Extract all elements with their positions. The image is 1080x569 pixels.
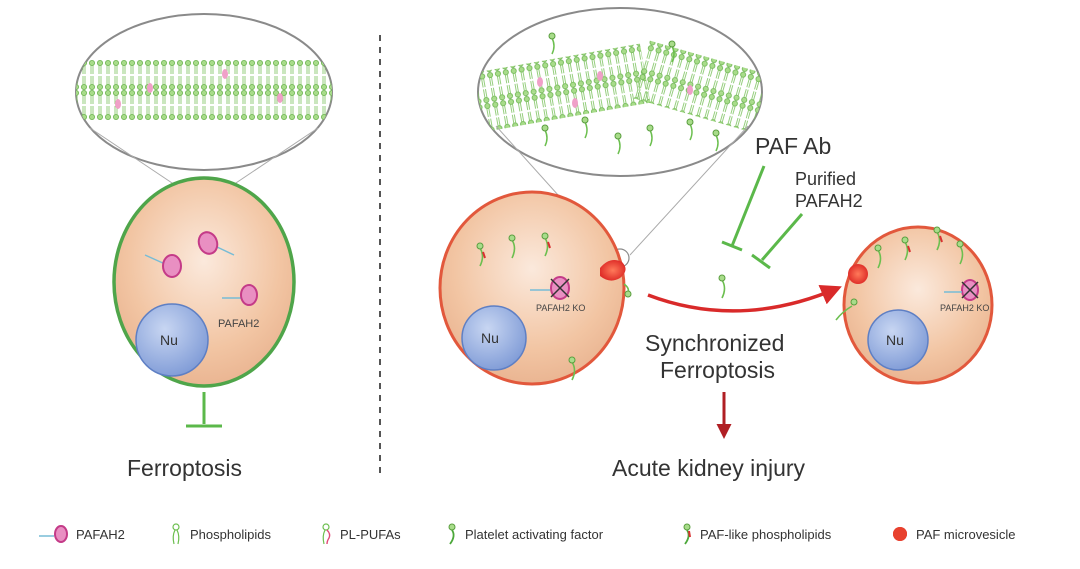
legend-label: Platelet activating factor bbox=[465, 526, 604, 542]
legend-label: PAF microvesicle bbox=[916, 526, 1016, 542]
pafah2-icon bbox=[39, 525, 68, 543]
antibody-label: PAF Ab bbox=[755, 133, 832, 159]
legend-label: Phospholipids bbox=[190, 526, 271, 542]
left-outcome-label: Ferroptosis bbox=[127, 455, 243, 481]
phospholipid-icon bbox=[172, 523, 180, 545]
legend-item-pafah2: PAFAH2 bbox=[38, 520, 125, 548]
legend-item-paf: Platelet activating factor bbox=[443, 520, 603, 548]
cell2-ko-label: PAFAH2 KO bbox=[940, 303, 990, 313]
ferroptotic-cell-1 bbox=[438, 190, 632, 386]
process-label: Synchronized bbox=[645, 330, 785, 356]
process-label-2: Ferroptosis bbox=[660, 357, 776, 383]
pafah2-icon bbox=[144, 231, 258, 306]
legend: PAFAH2 Phospholipids PL-PUFAs Platelet a… bbox=[0, 520, 1080, 550]
paf-like-phospholipid-icon bbox=[683, 523, 691, 545]
legend-label: PAFAH2 bbox=[76, 526, 125, 542]
cell2-nucleus-label: Nu bbox=[886, 332, 904, 348]
pafah2-label: PAFAH2 bbox=[218, 318, 260, 330]
pl-pufa-icon bbox=[322, 523, 331, 545]
pafah2-inhibitor bbox=[751, 213, 804, 270]
paf-microvesicle-icon bbox=[893, 527, 907, 541]
cell1-ko-label: PAFAH2 KO bbox=[536, 303, 586, 313]
cell1-nucleus-label: Nu bbox=[481, 330, 499, 346]
left-inhibition bbox=[186, 392, 222, 428]
legend-item-paf-like: PAF-like phospholipids bbox=[678, 520, 831, 548]
platelet-activating-factor-icon bbox=[448, 523, 456, 545]
nucleus bbox=[461, 305, 527, 371]
paf-ab-inhibitor bbox=[721, 165, 766, 252]
ferroptotic-cell-2 bbox=[835, 225, 994, 385]
legend-label: PL-PUFAs bbox=[340, 526, 401, 542]
right-membrane-zoom bbox=[477, 7, 763, 268]
nucleus bbox=[867, 309, 929, 371]
purified-label-2: PAFAH2 bbox=[795, 191, 863, 211]
legend-item-phospholipids: Phospholipids bbox=[168, 520, 271, 548]
legend-label: PAF-like phospholipids bbox=[700, 526, 832, 542]
legend-item-pl-pufas: PL-PUFAs bbox=[318, 520, 401, 548]
nucleus bbox=[135, 303, 209, 377]
left-membrane-zoom bbox=[75, 13, 333, 207]
right-outcome-label: Acute kidney injury bbox=[612, 455, 806, 481]
released-paf bbox=[718, 274, 726, 299]
nucleus-label: Nu bbox=[160, 332, 178, 348]
legend-item-microvesicle: PAF microvesicle bbox=[890, 520, 1015, 548]
purified-label: Purified bbox=[795, 169, 857, 189]
healthy-cell bbox=[112, 176, 296, 388]
propagation-arrow bbox=[647, 284, 842, 313]
